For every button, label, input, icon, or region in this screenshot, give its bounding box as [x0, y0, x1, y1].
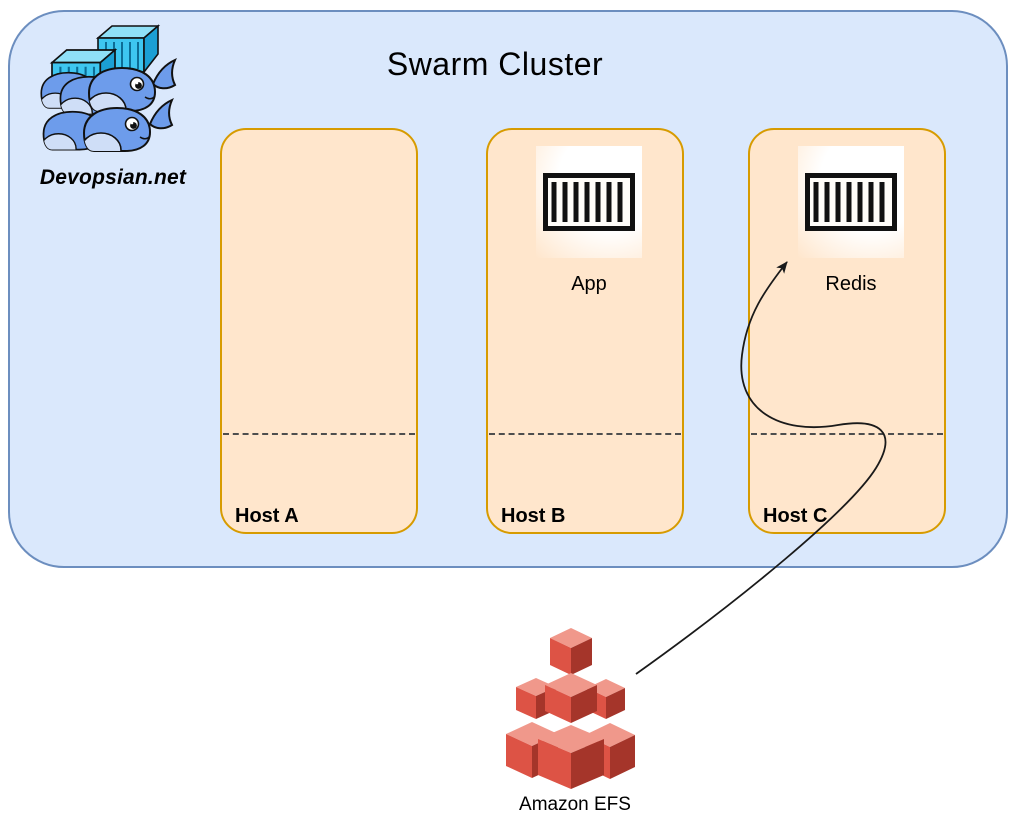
whale-pod: [39, 59, 176, 166]
host-b-divider: [489, 433, 681, 435]
app-label: App: [571, 273, 607, 295]
docker-swarm-whales-icon: [38, 25, 176, 166]
aws-efs-cubes-icon: [506, 628, 635, 789]
efs-label: Amazon EFS: [519, 794, 631, 815]
host-a-box: Host A: [220, 128, 418, 534]
app-icon-background: [536, 146, 642, 258]
container-icon: [543, 173, 635, 231]
host-c-label: Host C: [763, 505, 828, 527]
efs-cube: [545, 673, 597, 723]
amazon-efs: Amazon EFS: [503, 620, 647, 816]
redis-service: Redis: [798, 146, 904, 296]
host-a-label: Host A: [235, 505, 299, 527]
brand-text: Devopsian.net: [39, 166, 187, 189]
host-c-box: Redis Host C: [748, 128, 946, 534]
host-a-divider: [223, 433, 415, 435]
docker-swarm-logo: Devopsian.net: [28, 24, 198, 190]
redis-label: Redis: [825, 273, 877, 295]
host-b-label: Host B: [501, 505, 566, 527]
cluster-title: Swarm Cluster: [386, 46, 604, 82]
host-c-divider: [751, 433, 943, 435]
container-icon: [805, 173, 897, 231]
redis-icon-background: [798, 146, 904, 258]
host-b-box: App Host B: [486, 128, 684, 534]
app-service: App: [536, 146, 642, 296]
efs-cube: [550, 628, 592, 675]
efs-cube: [538, 725, 604, 789]
